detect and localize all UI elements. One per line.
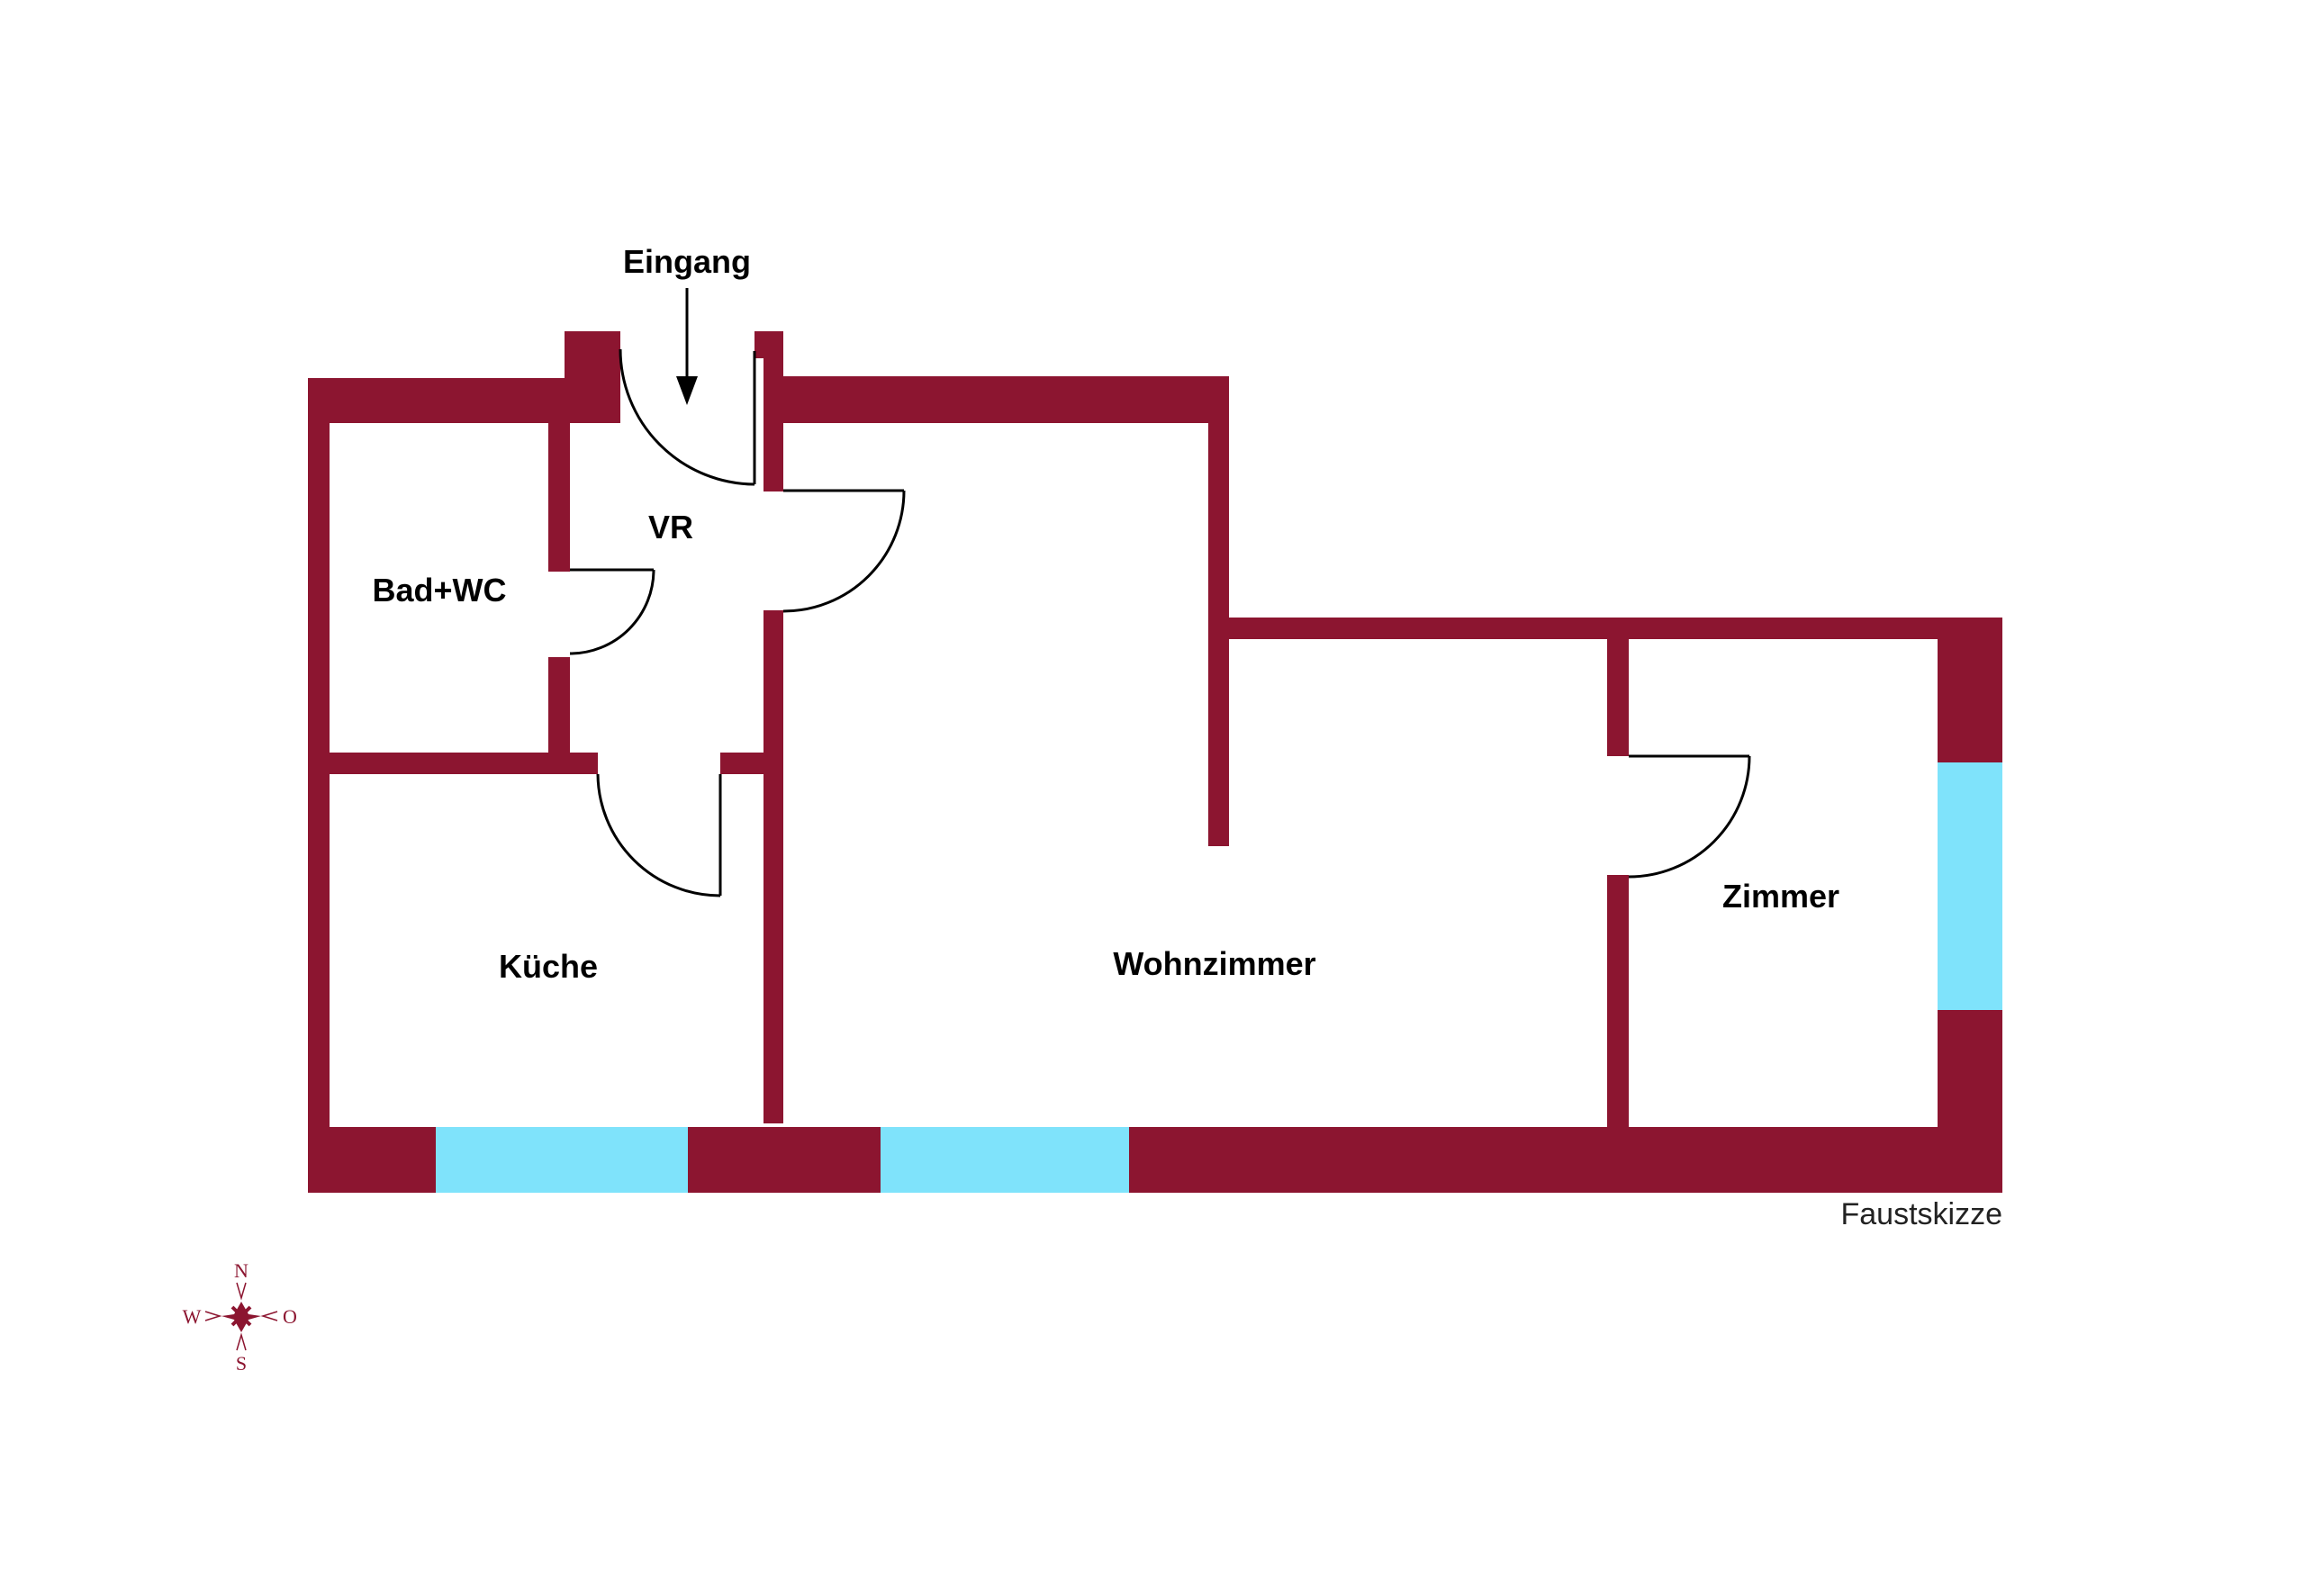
wall-bath-right-top — [548, 423, 570, 572]
compass-north: N — [234, 1259, 248, 1282]
doors — [569, 348, 1751, 897]
wall-zimmer-left-top — [1607, 618, 1629, 756]
door-bath — [569, 568, 655, 655]
compass-east: O — [283, 1305, 297, 1328]
wall-top-right-step — [1208, 618, 2002, 639]
door-kitchen — [596, 773, 722, 897]
wall-hall-right-top — [763, 331, 783, 491]
room-label-bad-wc: Bad+WC — [372, 572, 506, 609]
windows — [436, 762, 2002, 1193]
wall-bottom-1 — [308, 1127, 436, 1193]
wall-bath-kitchen — [308, 753, 598, 774]
entrance-arrow — [676, 288, 698, 405]
compass-west: W — [183, 1305, 202, 1328]
room-label-wohnzimmer: Wohnzimmer — [1113, 945, 1315, 982]
wall-right-top — [1938, 618, 2002, 762]
wall-top-right — [773, 376, 1229, 423]
door-zimmer — [1628, 754, 1751, 879]
wall-bottom-2 — [688, 1127, 881, 1193]
room-label-vr: VR — [648, 509, 693, 546]
door-living — [782, 489, 906, 613]
room-label-kueche: Küche — [499, 948, 598, 985]
walls — [308, 331, 2002, 1193]
compass-south: S — [236, 1352, 247, 1375]
sketch-note: Faustskizze — [1841, 1197, 2003, 1231]
entrance-label: Eingang — [623, 243, 751, 280]
compass-rose: N S W O — [183, 1259, 297, 1375]
window-living — [881, 1127, 1129, 1193]
wall-bath-right-bottom — [548, 657, 570, 762]
window-zimmer — [1938, 762, 2002, 1010]
room-label-zimmer: Zimmer — [1722, 878, 1839, 915]
wall-zimmer-left-bottom — [1607, 875, 1629, 1141]
wall-left — [308, 378, 330, 1193]
wall-hall-right-bottom — [763, 610, 783, 1123]
wall-entrance-pillar-left — [565, 331, 620, 423]
wall-bottom-3 — [1129, 1127, 2002, 1193]
wall-top-left — [308, 378, 576, 423]
window-kitchen — [436, 1127, 688, 1193]
wall-living-upper-right — [1208, 376, 1229, 846]
door-entrance — [619, 348, 756, 486]
wall-kitchen-hall-stub — [720, 753, 767, 774]
